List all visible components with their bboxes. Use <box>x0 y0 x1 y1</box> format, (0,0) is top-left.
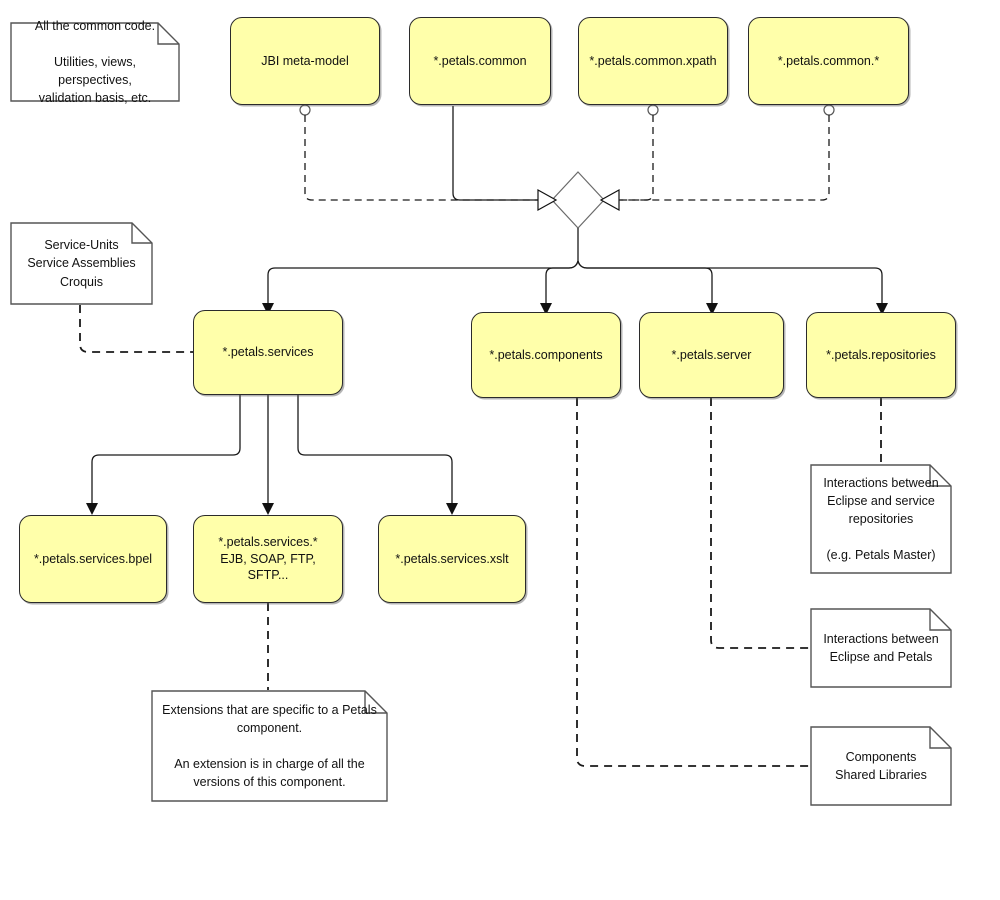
note-text: All the common code. Utilities, views, p… <box>34 18 156 106</box>
package-label: *.petals.services.bpel <box>33 551 153 566</box>
package-label: *.petals.services <box>222 345 314 360</box>
edge-services-to-xslt <box>297 395 458 515</box>
package-label: *.petals.services.xslt <box>395 551 509 566</box>
package-petals-repositories[interactable]: *.petals.repositories <box>806 312 956 398</box>
edge-common-star-to-merge <box>606 104 835 201</box>
edge-common-to-merge <box>452 106 551 201</box>
package-petals-services-bpel[interactable]: *.petals.services.bpel <box>19 515 167 603</box>
package-label: *.petals.common.* <box>777 53 880 68</box>
note-service-units: Service-Units Service Assemblies Croquis <box>10 222 153 305</box>
package-petals-services[interactable]: *.petals.services <box>193 310 343 395</box>
package-petals-services-xslt[interactable]: *.petals.services.xslt <box>378 515 526 603</box>
note-shape-folded-corner <box>10 22 180 102</box>
edge-distribution-bar <box>262 260 888 315</box>
note-text: Extensions that are specific to a Petals… <box>162 702 377 790</box>
edge-jbi-to-merge <box>299 104 551 201</box>
note-eclipse-petals: Interactions between Eclipse and Petals <box>810 608 952 688</box>
note-extensions: Extensions that are specific to a Petals… <box>151 690 388 802</box>
package-petals-server[interactable]: *.petals.server <box>639 312 784 398</box>
package-jbi-meta-model[interactable]: JBI meta-model <box>230 17 380 105</box>
package-petals-common-star[interactable]: *.petals.common.* <box>748 17 909 105</box>
note-components-shared-libraries: Components Shared Libraries <box>810 726 952 806</box>
note-text: Interactions between Eclipse and Petals <box>823 631 939 664</box>
package-petals-services-star[interactable]: *.petals.services.* EJB, SOAP, FTP, SFTP… <box>193 515 343 603</box>
package-label: *.petals.common <box>433 53 527 68</box>
note-shape-folded-corner <box>810 726 952 806</box>
note-all-common-code: All the common code. Utilities, views, p… <box>10 19 180 105</box>
package-sublabel: EJB, SOAP, FTP, SFTP... <box>220 551 316 583</box>
edge-services-to-bpel <box>86 395 241 515</box>
package-petals-common[interactable]: *.petals.common <box>409 17 551 105</box>
edge-server-to-note <box>710 398 810 649</box>
package-label: JBI meta-model <box>261 53 349 68</box>
note-shape-folded-corner <box>151 690 388 802</box>
merge-diamond <box>537 171 620 229</box>
note-text: Interactions between Eclipse and service… <box>823 475 939 563</box>
edge-components-to-note <box>576 398 810 767</box>
package-label: *.petals.common.xpath <box>589 53 717 68</box>
package-petals-components[interactable]: *.petals.components <box>471 312 621 398</box>
package-petals-common-xpath[interactable]: *.petals.common.xpath <box>578 17 728 105</box>
note-eclipse-service-repositories: Interactions between Eclipse and service… <box>810 464 952 574</box>
package-label: *.petals.services.* <box>218 534 318 549</box>
package-label: *.petals.repositories <box>826 347 936 362</box>
package-label: *.petals.components <box>489 347 603 362</box>
edge-services-to-services-star <box>262 395 274 515</box>
edge-service-units-note <box>79 305 193 353</box>
note-text: Service-Units Service Assemblies Croquis <box>27 238 136 289</box>
note-text: Components Shared Libraries <box>835 749 927 782</box>
package-label: *.petals.server <box>671 347 752 362</box>
note-shape-folded-corner <box>10 222 153 305</box>
note-shape-folded-corner <box>810 608 952 688</box>
edge-common-xpath-to-merge <box>606 104 659 201</box>
note-shape-folded-corner <box>810 464 952 574</box>
